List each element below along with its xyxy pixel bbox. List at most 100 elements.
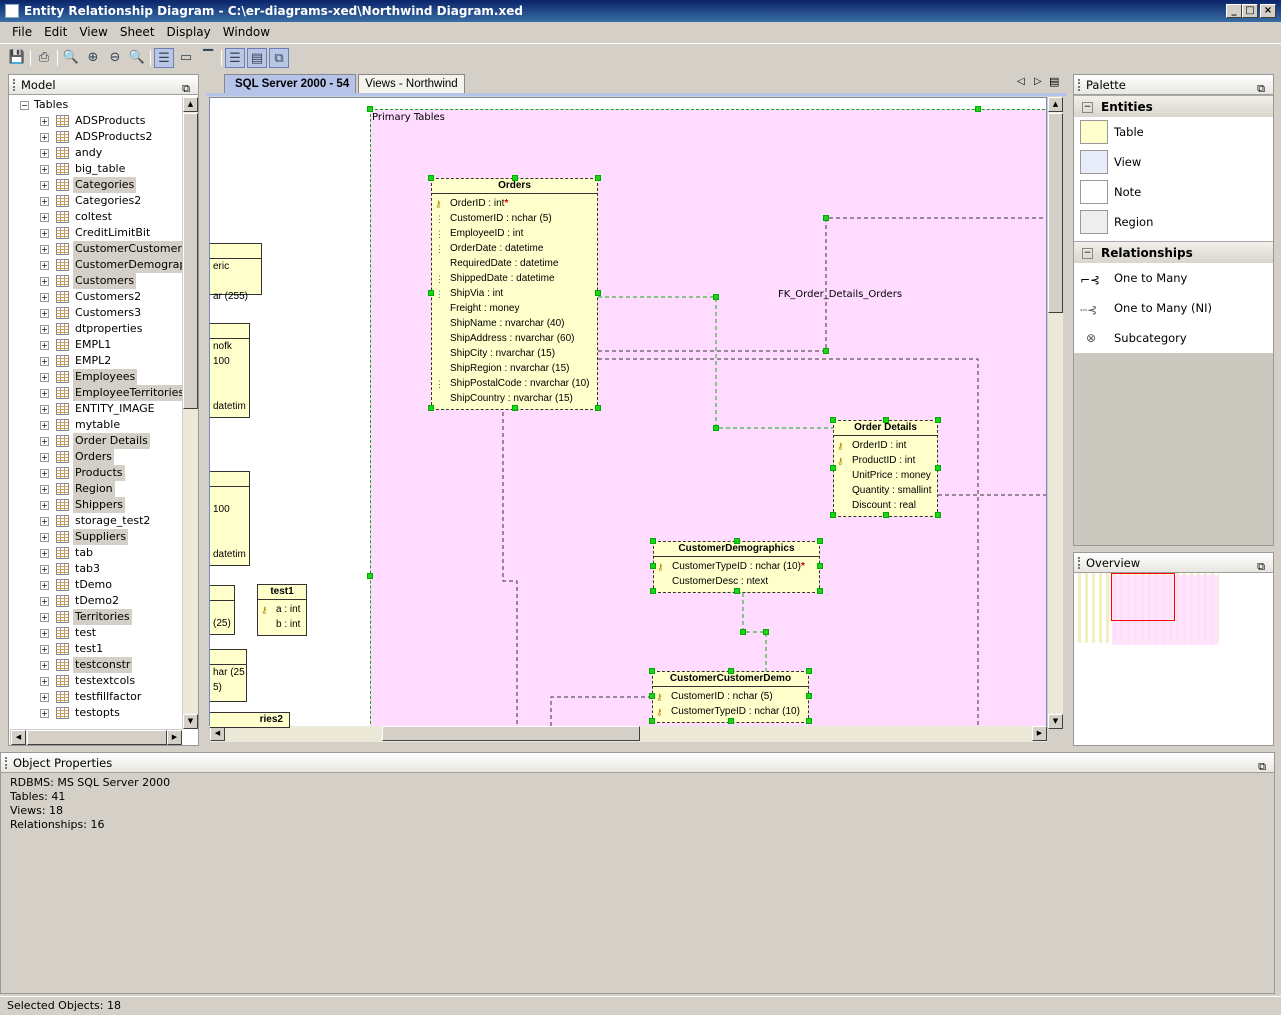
entity-column[interactable]: ⚷OrderID : int: [834, 438, 937, 453]
expand-icon[interactable]: +: [40, 517, 49, 526]
palette-item-view[interactable]: View: [1074, 147, 1273, 177]
entity-column[interactable]: ⋮ShipVia : int: [432, 286, 597, 301]
expand-icon[interactable]: +: [40, 709, 49, 718]
palette-group-relationships[interactable]: Relationships: [1074, 241, 1273, 263]
diagram-canvas[interactable]: Primary Tables FK_Order_Details_Orders O…: [209, 97, 1047, 729]
entity-column[interactable]: ⚷CustomerTypeID : nchar (10)*: [654, 559, 819, 574]
entity-orders[interactable]: Orders⚷OrderID : int*⋮CustomerID : nchar…: [431, 178, 598, 410]
tree-item-table[interactable]: +ADSProducts: [10, 113, 182, 129]
palette-item-table[interactable]: Table: [1074, 117, 1273, 147]
expand-icon[interactable]: +: [40, 645, 49, 654]
expand-icon[interactable]: +: [40, 693, 49, 702]
entity-partial[interactable]: ries2: [210, 712, 290, 728]
tree-item-table[interactable]: +EMPL2: [10, 353, 182, 369]
maximize-icon[interactable]: ⧉: [1257, 82, 1265, 95]
maximize-icon[interactable]: ⧉: [182, 82, 190, 95]
maximize-icon[interactable]: ⧉: [1257, 560, 1265, 573]
expand-icon[interactable]: +: [40, 325, 49, 334]
maximize-button[interactable]: □: [1242, 4, 1258, 18]
selection-handle[interactable]: [935, 512, 941, 518]
tree-item-table[interactable]: +test: [10, 625, 182, 641]
zoom-actual-icon[interactable]: 🔍: [62, 50, 80, 65]
selection-handle[interactable]: [595, 175, 601, 181]
expand-icon[interactable]: +: [40, 373, 49, 382]
expand-icon[interactable]: +: [40, 149, 49, 158]
save-icon[interactable]: 💾: [8, 50, 26, 65]
selection-handle[interactable]: [428, 405, 434, 411]
tree-item-table[interactable]: +CustomerCustomerDemo: [10, 241, 182, 257]
tree-item-table[interactable]: +big_table: [10, 161, 182, 177]
expand-icon[interactable]: +: [40, 437, 49, 446]
tree-item-table[interactable]: +ENTITY_IMAGE: [10, 401, 182, 417]
canvas-vertical-scrollbar[interactable]: ▲▼: [1047, 97, 1063, 729]
tab-scroll-left-icon[interactable]: ◁: [1017, 76, 1025, 87]
relationship-line[interactable]: [598, 358, 979, 729]
palette-item-subcategory[interactable]: ⊗Subcategory: [1074, 323, 1273, 353]
selection-handle[interactable]: [830, 512, 836, 518]
expand-icon[interactable]: +: [40, 181, 49, 190]
palette-item-one-to-many-ni[interactable]: ┄⊰One to Many (NI): [1074, 293, 1273, 323]
expand-icon[interactable]: +: [40, 549, 49, 558]
entity-order-details[interactable]: Order Details⚷OrderID : int⚷ProductID : …: [833, 420, 938, 517]
expand-icon[interactable]: +: [40, 229, 49, 238]
expand-icon[interactable]: +: [40, 213, 49, 222]
maximize-icon[interactable]: ⧉: [1258, 760, 1266, 773]
tree-item-table[interactable]: +dtproperties: [10, 321, 182, 337]
bendpoint-handle[interactable]: [713, 425, 719, 431]
selection-handle[interactable]: [595, 290, 601, 296]
expand-icon[interactable]: +: [40, 533, 49, 542]
expand-icon[interactable]: +: [40, 581, 49, 590]
expand-icon[interactable]: +: [40, 501, 49, 510]
show-full-columns-icon[interactable]: ☰: [154, 48, 174, 68]
selection-handle[interactable]: [595, 405, 601, 411]
zoom-in-icon[interactable]: ⊕: [87, 50, 99, 65]
expand-icon[interactable]: +: [40, 293, 49, 302]
canvas-horizontal-scrollbar[interactable]: ◀▶: [209, 726, 1047, 742]
close-button[interactable]: ×: [1260, 4, 1276, 18]
selection-handle[interactable]: [650, 563, 656, 569]
expand-icon[interactable]: +: [40, 677, 49, 686]
table-view-icon[interactable]: ☰: [225, 48, 245, 68]
selection-handle[interactable]: [649, 718, 655, 724]
palette-group-entities[interactable]: Entities: [1074, 95, 1273, 117]
palette-item-region[interactable]: Region: [1074, 207, 1273, 237]
expand-icon[interactable]: +: [40, 389, 49, 398]
entity-column[interactable]: ⚷CustomerTypeID : nchar (10): [653, 704, 808, 719]
selection-handle[interactable]: [428, 175, 434, 181]
region-handle[interactable]: [367, 106, 373, 112]
expand-icon[interactable]: +: [40, 597, 49, 606]
selection-handle[interactable]: [733, 588, 740, 594]
menu-edit[interactable]: Edit: [44, 25, 68, 39]
relationship-line[interactable]: [598, 217, 1047, 352]
selection-handle[interactable]: [733, 538, 740, 544]
expand-icon[interactable]: +: [40, 165, 49, 174]
selection-handle[interactable]: [817, 588, 823, 594]
tree-item-table[interactable]: +testconstr: [10, 657, 182, 673]
tree-item-table[interactable]: +Region: [10, 481, 182, 497]
tree-item-table[interactable]: +Suppliers: [10, 529, 182, 545]
entity-column[interactable]: ⚷OrderID : int*: [432, 196, 597, 211]
selection-handle[interactable]: [806, 693, 812, 699]
selection-handle[interactable]: [830, 417, 836, 423]
entity-column[interactable]: ShipName : nvarchar (40): [432, 316, 597, 331]
model-vertical-scrollbar[interactable]: ▲▼: [182, 97, 198, 729]
tree-item-table[interactable]: +tDemo: [10, 577, 182, 593]
expand-icon[interactable]: +: [40, 613, 49, 622]
tree-item-table[interactable]: +andy: [10, 145, 182, 161]
region-handle[interactable]: [367, 573, 373, 579]
menu-view[interactable]: View: [79, 25, 108, 39]
expand-icon[interactable]: +: [40, 469, 49, 478]
entity-column[interactable]: ⋮CustomerID : nchar (5): [432, 211, 597, 226]
bendpoint-handle[interactable]: [740, 629, 746, 635]
tree-item-table[interactable]: +EMPL1: [10, 337, 182, 353]
selection-handle[interactable]: [727, 668, 734, 674]
tree-root-tables[interactable]: −Tables: [10, 97, 182, 113]
selection-handle[interactable]: [882, 417, 889, 423]
entity-column[interactable]: ShipCountry : nvarchar (15): [432, 391, 597, 406]
entity-partial[interactable]: (25): [210, 585, 235, 635]
palette-item-note[interactable]: Note: [1074, 177, 1273, 207]
tree-item-table[interactable]: +test1: [10, 641, 182, 657]
show-keys-icon[interactable]: ▭: [179, 50, 193, 65]
